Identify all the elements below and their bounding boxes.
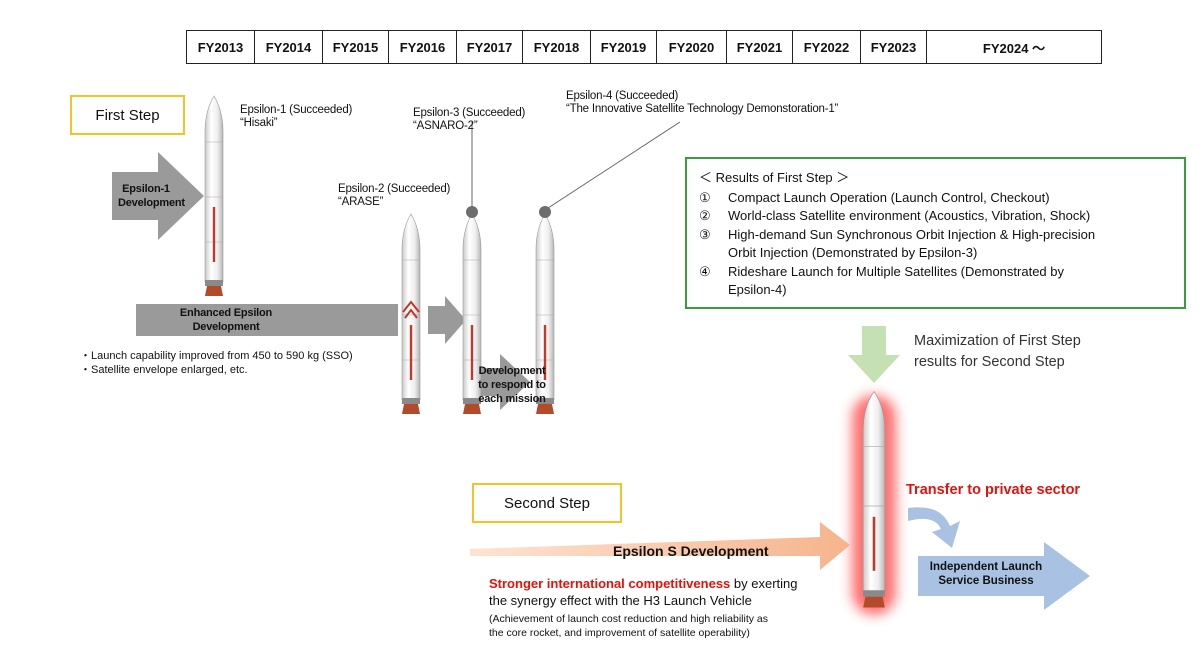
maximization-arrow xyxy=(848,326,900,383)
timeline-year: FY2013 xyxy=(187,31,255,63)
epsilon2-chevron-icon xyxy=(402,300,420,319)
epsilon1-development-label: Epsilon-1 Development xyxy=(118,183,185,209)
results-title: ＜ Results of First Step ＞ xyxy=(699,170,850,185)
competitiveness-text: Stronger international competitiveness b… xyxy=(489,576,798,608)
enhanced-epsilon-notes: ・Launch capability improved from 450 to … xyxy=(80,350,353,376)
epsilon-s-development-arrow xyxy=(470,522,850,570)
fiscal-year-timeline: FY2013 FY2014 FY2015 FY2016 FY2017 FY201… xyxy=(186,30,1102,64)
timeline-year: FY2014 xyxy=(255,31,323,63)
transfer-private-sector-label: Transfer to private sector xyxy=(906,482,1081,498)
first-step-results-box: ＜ Results of First Step ＞ ① Compact Laun… xyxy=(685,157,1186,309)
timeline-year: FY2021 xyxy=(727,31,793,63)
epsilon4-launch-label: Epsilon-4 (Succeeded) “The Innovative Sa… xyxy=(566,90,839,115)
timeline-year: FY2023 xyxy=(861,31,927,63)
mission-development-arrow xyxy=(476,354,530,410)
timeline-year: FY2022 xyxy=(793,31,861,63)
independent-business-label: Independent Launch Service Business xyxy=(929,561,1043,587)
independent-business-arrow xyxy=(918,542,1090,610)
enhanced-epsilon-arrow xyxy=(136,304,398,336)
timeline-year: FY2024 ～ xyxy=(982,40,1046,56)
epsilon3-launch-label: Epsilon-3 (Succeeded) “ASNARO-2” xyxy=(413,107,526,132)
epsilon-s-rocket xyxy=(862,390,886,608)
maximization-text: Maximization of First Step results for S… xyxy=(914,333,1081,370)
mission-development-label: Development to respond to each mission xyxy=(478,365,546,405)
timeline-year: FY2018 xyxy=(523,31,591,63)
competitiveness-detail: (Achievement of launch cost reduction an… xyxy=(489,613,768,639)
timeline-year: FY2020 xyxy=(657,31,727,63)
results-item: ④ Rideshare Launch for Multiple Satellit… xyxy=(699,263,1065,298)
epsilon1-rocket xyxy=(204,95,224,297)
timeline-year: FY2015 xyxy=(323,31,389,63)
first-step-label: First Step xyxy=(70,95,185,135)
timeline-year: FY2019 xyxy=(591,31,657,63)
epsilon2-launch-label: Epsilon-2 (Succeeded) “ARASE” xyxy=(338,183,451,208)
transfer-curved-arrow xyxy=(908,507,960,548)
results-item: ③ High-demand Sun Synchronous Orbit Inje… xyxy=(699,226,1096,261)
enhanced-epsilon-arrow-head xyxy=(428,296,466,344)
results-item: ① Compact Launch Operation (Launch Contr… xyxy=(699,189,1050,205)
timeline-year: FY2017 xyxy=(457,31,523,63)
epsilon-s-development-label: Epsilon S Development xyxy=(613,543,769,559)
second-step-label: Second Step xyxy=(472,483,622,523)
epsilon1-development-arrow xyxy=(112,152,204,240)
epsilon1-launch-label: Epsilon-1 (Succeeded) “Hisaki” xyxy=(240,104,353,129)
epsilon2-rocket xyxy=(401,213,421,415)
timeline-year: FY2016 xyxy=(389,31,457,63)
results-item: ② World-class Satellite environment (Aco… xyxy=(699,208,1091,223)
enhanced-epsilon-label: Enhanced Epsilon Development xyxy=(179,307,273,333)
